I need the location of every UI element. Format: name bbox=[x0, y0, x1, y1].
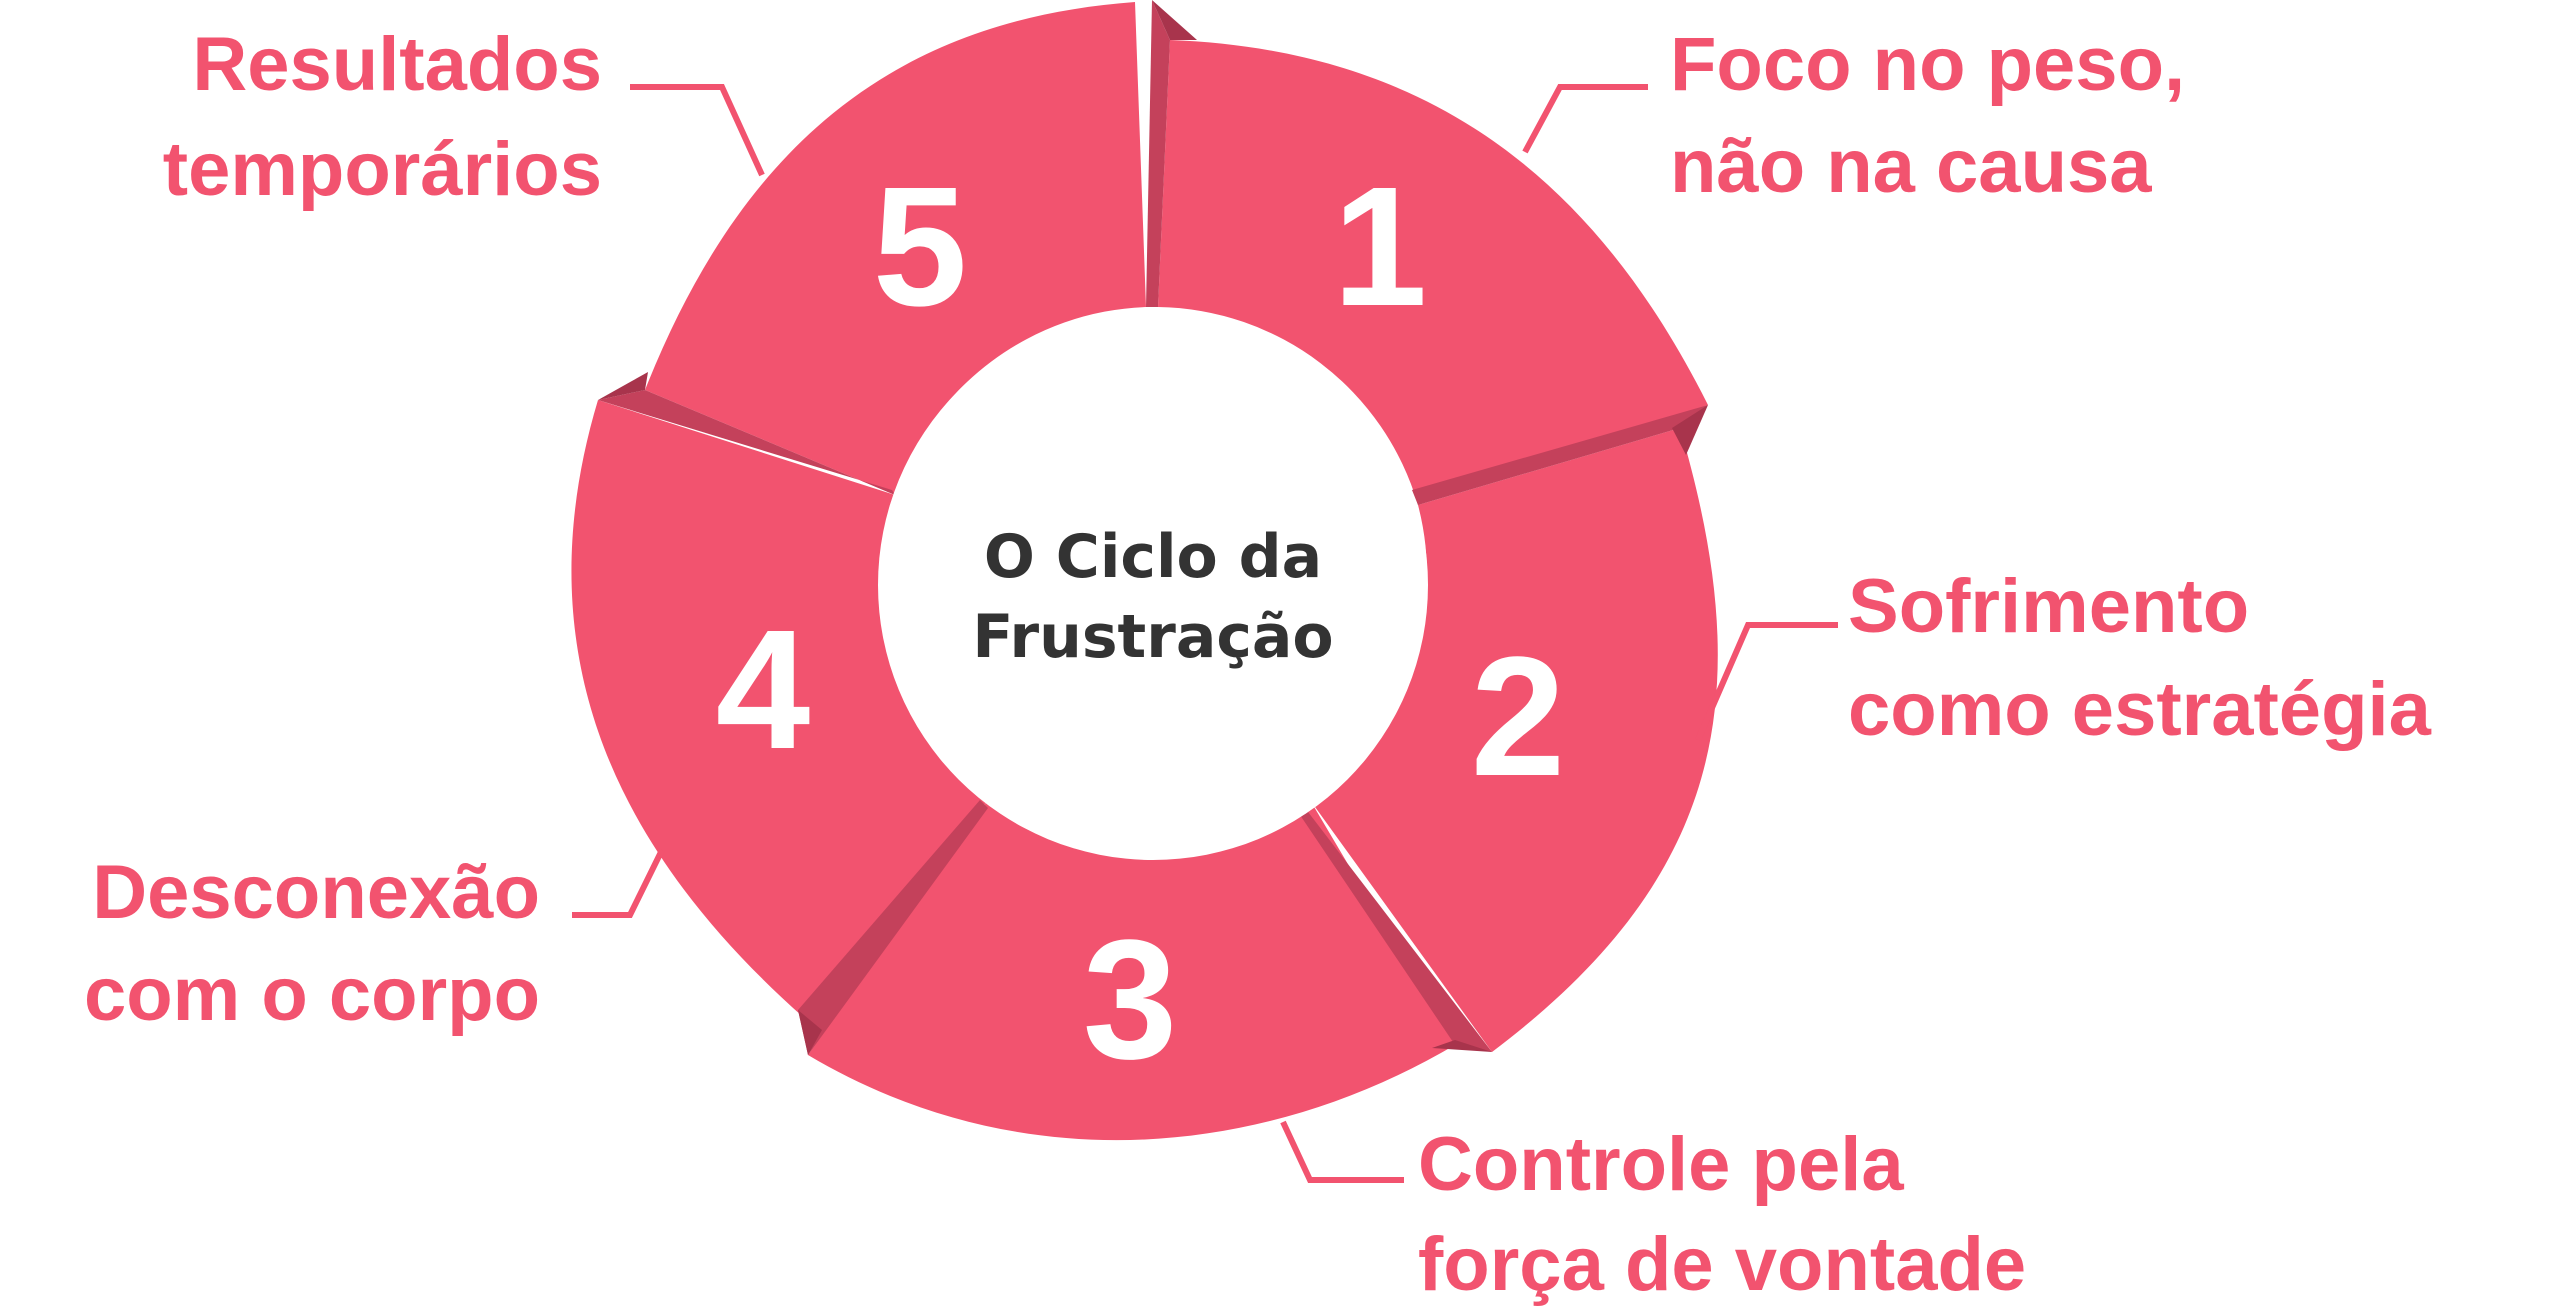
segment-1-number: 1 bbox=[1333, 152, 1428, 342]
segment-4 bbox=[571, 400, 988, 1055]
segment-2 bbox=[1310, 405, 1718, 1052]
connector-1 bbox=[1522, 84, 1648, 154]
segment-2-shape bbox=[1310, 428, 1718, 1052]
connector-lines bbox=[572, 84, 1838, 1183]
connector-4 bbox=[572, 848, 665, 918]
center-title-line-2: Frustração bbox=[972, 602, 1333, 672]
segment-4-number: 4 bbox=[716, 595, 811, 785]
segment-4-tip bbox=[798, 1010, 822, 1055]
segment-5-number: 5 bbox=[873, 152, 968, 342]
segment-4-edge-shadow bbox=[798, 800, 988, 1055]
label-4: Desconexão com o corpo bbox=[84, 850, 540, 1037]
segment-2-edge-shadow bbox=[1412, 405, 1708, 505]
segment-3 bbox=[808, 800, 1492, 1141]
segment-5-tip bbox=[598, 372, 648, 400]
label-2-line-2: como estratégia bbox=[1848, 667, 2432, 752]
segment-5 bbox=[598, 2, 1146, 495]
label-4-line-2: com o corpo bbox=[84, 952, 540, 1037]
label-3-line-2: força de vontade bbox=[1418, 1222, 2026, 1307]
segment-5-edge-shadow bbox=[598, 390, 895, 495]
label-5-line-2: temporários bbox=[163, 127, 602, 212]
label-5-line-1: Resultados bbox=[192, 22, 602, 107]
label-4-line-1: Desconexão bbox=[92, 850, 540, 935]
segment-1 bbox=[1146, 0, 1708, 505]
label-3: Controle pela força de vontade bbox=[1418, 1122, 2026, 1307]
segment-3-number: 3 bbox=[1083, 905, 1178, 1095]
segment-4-shape bbox=[571, 400, 988, 1030]
segment-2-number: 2 bbox=[1471, 622, 1566, 812]
segment-3-shape bbox=[808, 800, 1455, 1141]
label-1: Foco no peso, não na causa bbox=[1670, 22, 2185, 209]
label-1-line-1: Foco no peso, bbox=[1670, 22, 2185, 107]
segment-1-tip bbox=[1152, 0, 1197, 40]
connector-2 bbox=[1695, 622, 1838, 742]
segment-1-shape bbox=[1158, 40, 1708, 505]
label-3-line-1: Controle pela bbox=[1418, 1122, 1904, 1207]
center-title-line-1: O Ciclo da bbox=[984, 522, 1322, 592]
segment-3-tip bbox=[1432, 1040, 1492, 1052]
connector-3 bbox=[1280, 1120, 1404, 1183]
connector-5 bbox=[630, 84, 765, 177]
segment-5-shape bbox=[645, 2, 1146, 495]
segment-1-edge-shadow bbox=[1146, 0, 1170, 307]
label-1-line-2: não na causa bbox=[1670, 124, 2152, 209]
label-5: Resultados temporários bbox=[163, 22, 602, 212]
label-2: Sofrimento como estratégia bbox=[1848, 564, 2432, 752]
center-circle bbox=[878, 310, 1428, 860]
segment-2-tip bbox=[1672, 405, 1708, 455]
segment-3-edge-shadow bbox=[1300, 808, 1492, 1052]
label-2-line-1: Sofrimento bbox=[1848, 564, 2249, 649]
